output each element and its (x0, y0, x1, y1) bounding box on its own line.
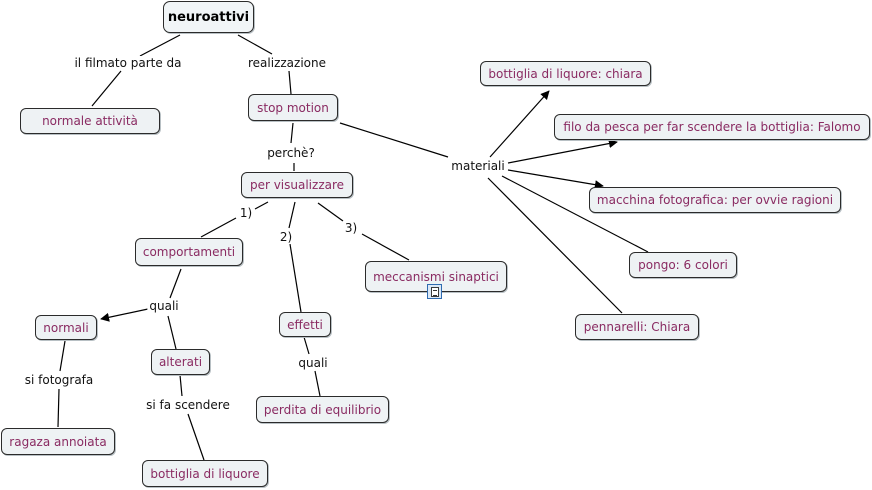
connector-1-to-comportamenti (200, 217, 237, 238)
connector-visualizzare-to-1 (254, 201, 269, 210)
node-per-visualizzare[interactable]: per visualizzare (241, 172, 353, 198)
node-effetti[interactable]: effetti (279, 312, 331, 337)
link-label-materiali: materiali (449, 159, 507, 173)
node-bottiglia-chiara[interactable]: bottiglia di liquore: chiara (480, 61, 651, 86)
document-icon[interactable] (427, 284, 442, 299)
connector-quali-to-perdita (314, 370, 321, 397)
node-macchina-fotografica[interactable]: macchina fotografica: per ovvie ragioni (589, 187, 841, 213)
link-label-perche: perchè? (265, 146, 317, 160)
node-normale-attivita[interactable]: normale attività (20, 108, 160, 134)
node-bottiglia-di-liquore[interactable]: bottiglia di liquore (142, 460, 268, 487)
connector-stopmotion-to-perche (290, 122, 294, 144)
link-label-1: 1) (237, 206, 255, 220)
node-pennarelli[interactable]: pennarelli: Chiara (575, 314, 699, 340)
connector-visualizzare-to-2 (288, 201, 296, 229)
connector-3-to-meccanismi (361, 233, 410, 261)
connector-sifascendere-to-bottiglia (187, 413, 205, 461)
connector-quali-to-normali (100, 308, 149, 322)
link-label-2: 2) (277, 230, 295, 244)
connector-quali-to-alterati (167, 315, 177, 350)
link-label-quali-comportamenti: quali (147, 299, 181, 313)
link-label-si-fa-scendere: si fa scendere (144, 398, 232, 412)
connector-materiali-to-bottiglia-chiara (489, 90, 550, 158)
connector-materiali-to-pennarelli (487, 177, 623, 314)
connector-alterati-to-sifascendere (179, 374, 183, 397)
link-label-3: 3) (342, 221, 360, 235)
node-pongo[interactable]: pongo: 6 colori (629, 252, 737, 278)
connector-visualizzare-to-3 (317, 202, 344, 222)
node-perdita-di-equilibrio[interactable]: perdita di equilibrio (256, 396, 389, 423)
connector-realizzazione-to-stopmotion (288, 70, 292, 95)
node-alterati[interactable]: alterati (151, 349, 210, 375)
link-label-realizzazione: realizzazione (246, 56, 328, 70)
connector-normali-to-sifotografa (59, 340, 66, 372)
connector-comportamenti-to-quali (169, 268, 182, 299)
link-label-il-filmato-parte-da: il filmato parte da (72, 56, 184, 70)
node-filo-da-pesca[interactable]: filo da pesca per far scendere la bottig… (554, 114, 870, 140)
connector-root-to-filmato (139, 34, 181, 57)
connector-effetti-to-quali (303, 336, 310, 355)
link-label-si-fotografa: si fotografa (22, 373, 96, 387)
connector-lines (57, 34, 649, 461)
connector-root-to-realizzazione (237, 34, 273, 55)
node-comportamenti[interactable]: comportamenti (135, 238, 243, 266)
connector-materiali-to-filo (507, 139, 618, 164)
node-normali[interactable]: normali (35, 315, 97, 340)
link-label-quali-effetti: quali (296, 356, 330, 370)
node-stop-motion[interactable]: stop motion (248, 94, 338, 121)
connector-materiali-to-macchina (507, 169, 604, 190)
connector-sifotografa-to-ragaza (57, 388, 60, 428)
connector-filmato-to-normale (91, 70, 122, 107)
connector-materiali-to-pongo (501, 175, 649, 253)
root-node[interactable]: neuroattivi (163, 1, 254, 33)
node-ragaza-annoiata[interactable]: ragaza annoiata (1, 428, 115, 455)
connector-stopmotion-to-materiali (339, 122, 449, 158)
connector-2-to-effetti (289, 243, 302, 313)
